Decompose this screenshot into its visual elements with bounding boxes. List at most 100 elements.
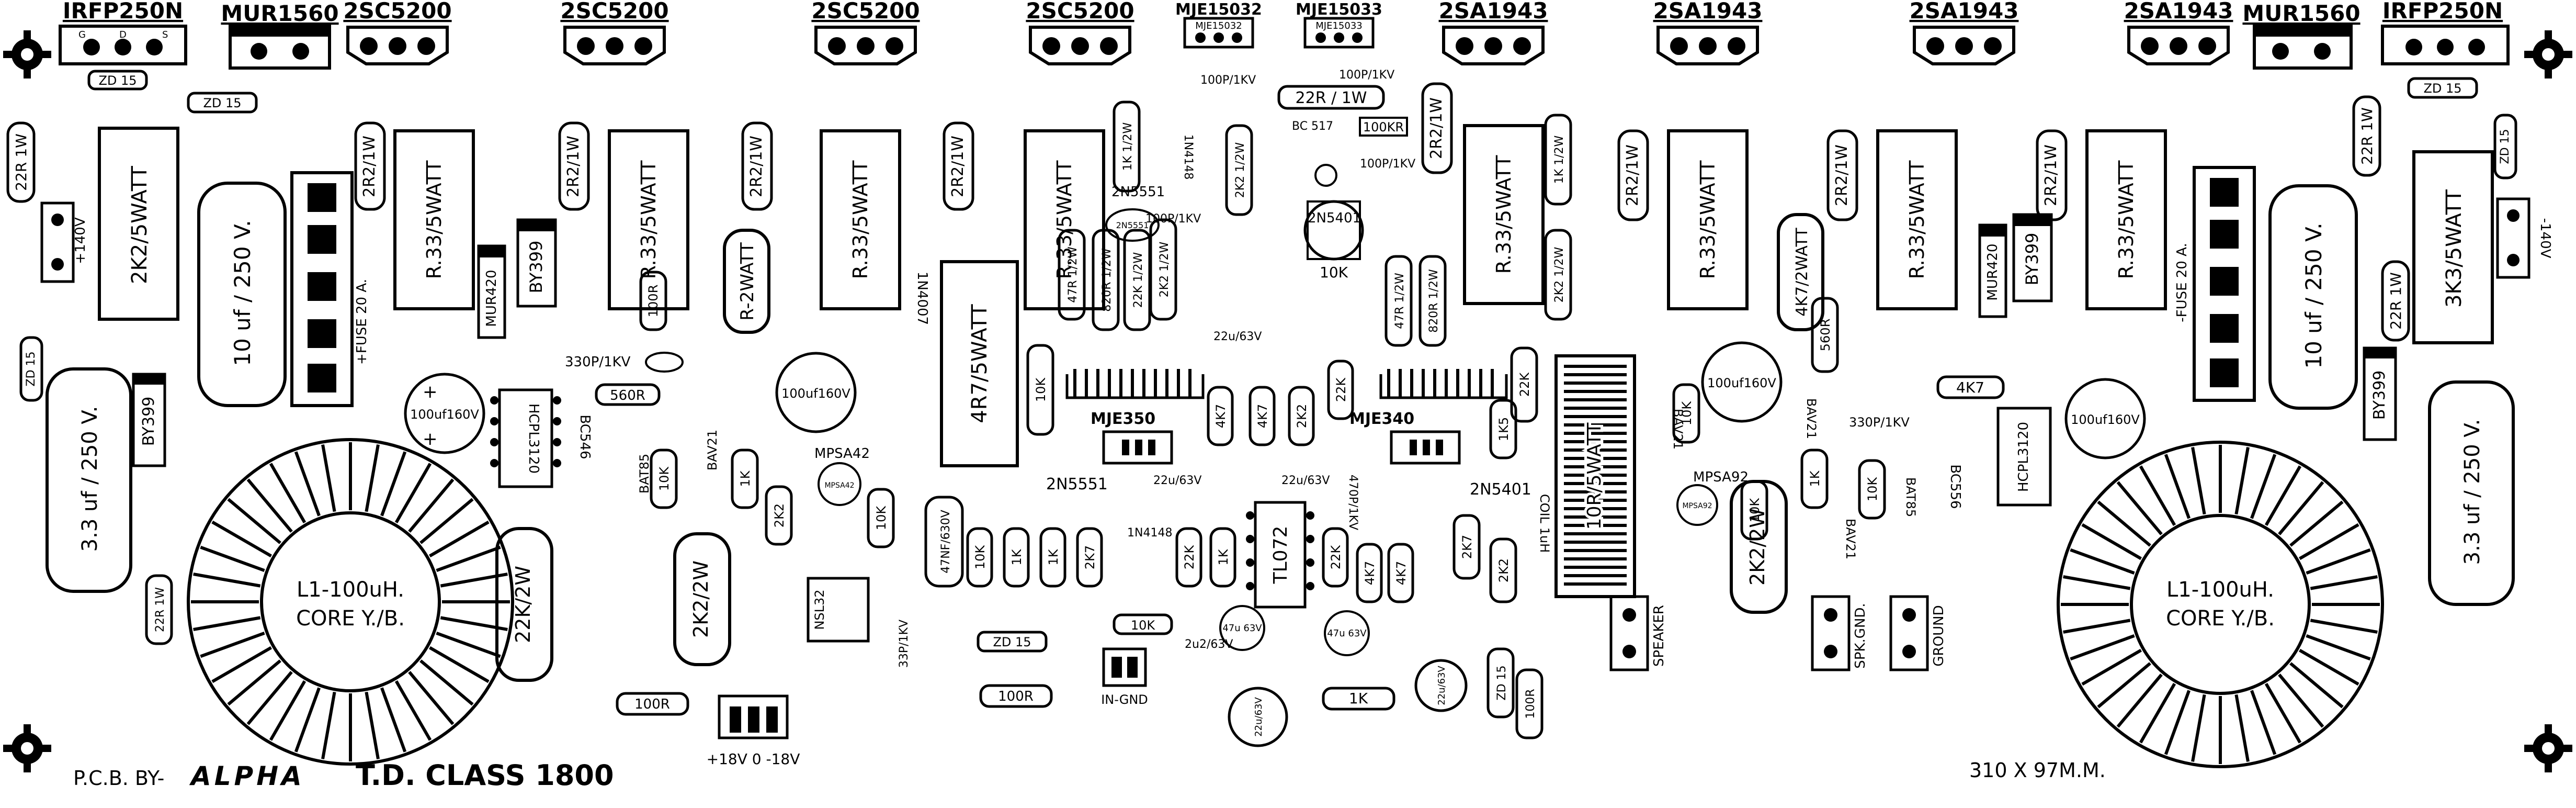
svg-text:47R 1/2W: 47R 1/2W	[1393, 273, 1406, 329]
small-resistor: 1K	[1039, 527, 1066, 588]
resistor-4r7-5w: 4R7/5WATT	[940, 260, 1019, 467]
resistor-2k2-half-right: 2K2 1/2W	[1544, 229, 1572, 321]
inductor-l1-left: L1-100uH. CORE Y./B.	[187, 438, 514, 766]
resistor-2k2-half-1: 2K2 1/2W	[1225, 124, 1253, 216]
resistor-2k2-right-2: 2K2	[1489, 537, 1517, 603]
resistor-10k-half: 10K	[1026, 344, 1054, 436]
svg-text:100R: 100R	[646, 285, 661, 317]
resistor-22r-left-bottom: 22R 1W	[145, 574, 173, 645]
toroid-winding	[269, 680, 307, 741]
ic-tl072: TL072	[1246, 501, 1314, 609]
resistor-2k2-left: 2K2	[765, 485, 793, 546]
svg-text:10 uf / 250 V.: 10 uf / 250 V.	[2301, 222, 2327, 368]
svg-text:R.33/5WATT: R.33/5WATT	[423, 160, 446, 279]
svg-text:10K: 10K	[1747, 498, 1762, 523]
toroid-winding	[429, 520, 490, 558]
svg-text:100uf160V: 100uf160V	[410, 407, 479, 422]
resistor-1k-half-right: 1K 1/2W	[1544, 114, 1572, 206]
svg-text:IN-GND: IN-GND	[1101, 692, 1148, 707]
svg-text:IRFP250N: IRFP250N	[2382, 0, 2503, 24]
resistor-4k7-right: 4K7	[1936, 375, 2005, 399]
toroid-winding	[2139, 465, 2176, 526]
alpha-logo: ALPHA	[189, 761, 305, 791]
capacitor-330p-left	[645, 352, 684, 373]
label-irfp250n-left: IRFP250N	[63, 0, 183, 24]
trimmer-10k-center: 10K	[1303, 200, 1364, 281]
svg-text:100uf160V: 100uf160V	[1707, 376, 1776, 390]
mje15032-outline	[1183, 17, 1254, 49]
toroid-winding	[227, 659, 281, 706]
resistor-560r-right: 560R	[1811, 297, 1839, 373]
svg-text:560R: 560R	[610, 388, 645, 403]
inductor-l1-right: L1-100uH. CORE Y./B.	[2057, 441, 2384, 768]
resistor-r33-5w-6: R.33/5WATT	[1667, 129, 1749, 310]
small-resistor: 4K7	[1207, 386, 1234, 446]
svg-text:2K2/2W: 2K2/2W	[1746, 508, 1769, 586]
2sc5200-2-outline	[563, 26, 666, 65]
small-resistor: 2K2	[1288, 386, 1315, 446]
toroid-winding	[211, 646, 272, 683]
svg-text:10R/5WATT: 10R/5WATT	[1584, 422, 1605, 530]
svg-text:MPSA92: MPSA92	[1682, 502, 1712, 510]
board-size: 310 X 97M.M.	[1969, 759, 2106, 782]
svg-text:10K: 10K	[1679, 401, 1694, 426]
toroid-winding	[394, 463, 432, 523]
svg-text:BC 517: BC 517	[1292, 120, 1333, 133]
resistor-2r2-right-3: 2R2/1W	[1826, 129, 1858, 221]
zd15-left-vertical: ZD 15	[19, 336, 43, 402]
transistor-mpsa42: MPSA42 MPSA42	[814, 446, 870, 506]
capacitor-47u-2: 47u 63V	[1324, 610, 1370, 656]
toroid-winding	[2081, 523, 2142, 560]
toroid-winding	[2289, 662, 2344, 709]
svg-text:-FUSE 20 A.: -FUSE 20 A.	[2174, 243, 2190, 322]
svg-text:R.33/5WATT: R.33/5WATT	[2115, 160, 2138, 279]
svg-text:4K7/2WATT: 4K7/2WATT	[1793, 228, 1811, 317]
svg-text:2K2/2W: 2K2/2W	[689, 560, 712, 638]
svg-text:2K2/5WATT: 2K2/5WATT	[128, 166, 152, 284]
svg-text:330P/1KV: 330P/1KV	[565, 354, 631, 370]
toroid-winding	[200, 545, 265, 572]
toroid-winding	[380, 687, 407, 753]
toroid-winding	[269, 463, 307, 523]
svg-text:2SC5200: 2SC5200	[811, 0, 920, 24]
resistor-22r-1w-left: 22R 1W	[6, 121, 36, 203]
toroid-winding	[419, 659, 474, 706]
svg-text:CORE Y./B.: CORE Y./B.	[296, 607, 405, 631]
svg-text:ZD 15: ZD 15	[993, 635, 1031, 649]
svg-text:ZD 15: ZD 15	[25, 352, 38, 387]
toroid-winding	[365, 444, 380, 512]
svg-text:2R2/1W: 2R2/1W	[564, 136, 583, 197]
svg-text:ZD 15: ZD 15	[1495, 666, 1508, 701]
svg-text:SPK.GND.: SPK.GND.	[1853, 603, 1868, 668]
resistor-r33-5w-2: R.33/5WATT	[608, 129, 689, 310]
svg-text:2R2/1W: 2R2/1W	[360, 136, 379, 197]
svg-text:2R2/1W: 2R2/1W	[2042, 144, 2060, 206]
svg-text:2K2: 2K2	[772, 503, 787, 528]
toroid-winding	[246, 478, 293, 533]
capacitor-3u3-right: 3.3 uf / 250 V.	[2428, 380, 2515, 606]
svg-text:2N5551: 2N5551	[1116, 220, 1149, 230]
spk-gnd-terminal: SPK.GND.	[1811, 595, 1868, 671]
svg-text:820R 1/2W: 820R 1/2W	[1100, 248, 1114, 312]
diode-by399-left-2: BY399	[132, 373, 166, 467]
capacitor-22u-bottom: 22u/63V	[1228, 687, 1288, 747]
toroid-winding	[2063, 619, 2131, 634]
small-resistor: 4K7	[1249, 386, 1276, 446]
svg-text:560R: 560R	[1818, 319, 1833, 351]
toroid-winding	[2116, 481, 2163, 535]
mounting-hole-bottom-right	[2524, 724, 2572, 772]
capacitor-100uf160v-right-1: 100uf160V	[1701, 341, 1783, 423]
svg-text:10K: 10K	[1865, 477, 1880, 502]
svg-text:100P/1KV: 100P/1KV	[1360, 158, 1415, 171]
svg-text:22u/63V: 22u/63V	[1436, 666, 1447, 705]
capacitor-100uf160v-left-2: 100uf160V	[775, 352, 857, 433]
svg-text:22u/63V: 22u/63V	[1253, 697, 1264, 737]
toroid-winding	[2264, 465, 2302, 526]
svg-text:2K2 1/2W: 2K2 1/2W	[1158, 241, 1171, 297]
resistor-r-2watt: R-2WATT	[723, 229, 770, 334]
svg-text:22R / 1W: 22R / 1W	[1296, 89, 1367, 107]
toroid-winding	[2299, 523, 2359, 560]
toroid-winding	[429, 646, 490, 683]
nsl32-optocoupler: NSL32	[807, 577, 870, 643]
